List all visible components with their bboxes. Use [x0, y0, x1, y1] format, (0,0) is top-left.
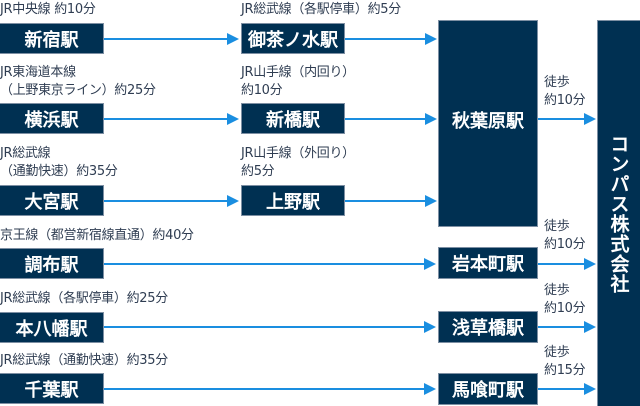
route-label-shimbashi-1: JR山手線（内回り） — [241, 65, 355, 80]
arrow-icon — [538, 258, 596, 270]
arrow-icon — [538, 113, 596, 125]
route-label-ueno-1: JR山手線（外回り） — [241, 146, 355, 161]
station-omiya: 大宮駅 — [0, 185, 104, 216]
route-label-ochanomizu: JR総武線（各駅停車）約5分 — [241, 2, 401, 17]
station-yokohama: 横浜駅 — [0, 103, 104, 134]
station-iwamotocho: 岩本町駅 — [438, 247, 538, 279]
station-motoyawata: 本八幡駅 — [0, 312, 104, 343]
route-label-yokohama-1: JR東海道本線 — [0, 65, 76, 80]
station-akihabara-label: 秋葉原駅 — [452, 111, 524, 132]
station-chofu: 調布駅 — [0, 248, 104, 279]
route-label-omiya-1: JR総武線 — [0, 146, 51, 161]
arrow-icon — [104, 258, 436, 270]
route-label-ueno-2: 約5分 — [241, 164, 275, 179]
station-ochanomizu: 御茶ノ水駅 — [241, 23, 345, 54]
walk-label-iwamotocho-1: 徒歩 — [544, 219, 570, 234]
walk-label-asakusabashi-2: 約10分 — [544, 301, 586, 316]
route-label-chiba: JR総武線（通勤快速）約35分 — [0, 353, 168, 368]
arrow-icon — [345, 113, 437, 125]
walk-label-asakusabashi-1: 徒歩 — [544, 283, 570, 298]
station-bakurocho: 馬喰町駅 — [438, 373, 538, 405]
arrow-icon — [104, 33, 239, 45]
route-label-shinjuku: JR中央線 約10分 — [0, 2, 96, 17]
arrow-icon — [104, 321, 436, 333]
walk-label-bakurocho-1: 徒歩 — [544, 345, 570, 360]
route-label-shimbashi-2: 約10分 — [241, 83, 283, 98]
walk-label-akihabara-1: 徒歩 — [544, 75, 570, 90]
walk-label-iwamotocho-2: 約10分 — [544, 237, 586, 252]
route-label-yokohama-2: （上野東京ライン）約25分 — [0, 83, 156, 98]
route-label-omiya-2: （通勤快速）約35分 — [0, 164, 118, 179]
route-label-chofu: 京王線（都営新宿線直通）約40分 — [0, 228, 194, 243]
station-chiba: 千葉駅 — [0, 373, 104, 404]
arrow-icon — [104, 383, 436, 395]
station-shimbashi: 新橋駅 — [241, 103, 345, 134]
station-akihabara: 秋葉原駅 — [438, 20, 538, 227]
arrow-icon — [538, 321, 596, 333]
arrow-icon — [104, 195, 239, 207]
route-label-motoyawata: JR総武線（各駅停車）約25分 — [0, 291, 168, 306]
station-ueno: 上野駅 — [241, 185, 345, 216]
arrow-icon — [345, 33, 437, 45]
station-shinjuku: 新宿駅 — [0, 23, 104, 54]
arrow-icon — [104, 113, 239, 125]
destination-company: コンパス株式会社 — [597, 20, 640, 406]
station-asakusabashi: 浅草橋駅 — [438, 311, 538, 343]
walk-label-bakurocho-2: 約15分 — [544, 363, 586, 378]
arrow-icon — [538, 383, 596, 395]
arrow-icon — [345, 195, 437, 207]
walk-label-akihabara-2: 約10分 — [544, 93, 586, 108]
